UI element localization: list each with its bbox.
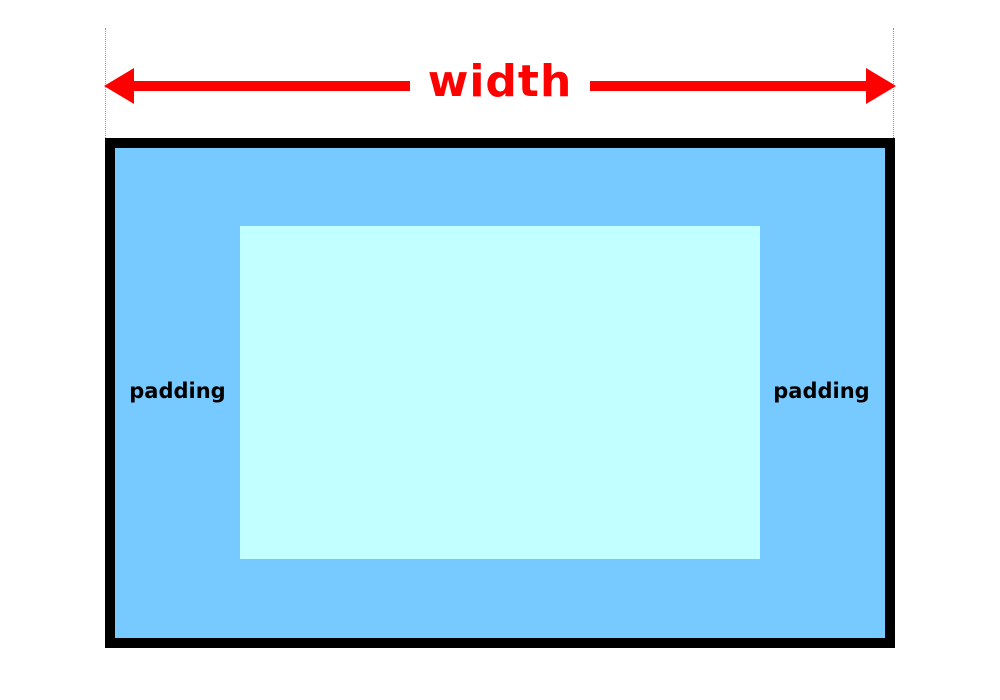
- arrow-shaft-left: [132, 81, 410, 91]
- padding-label-right: padding: [773, 379, 870, 403]
- content-box: [240, 226, 760, 559]
- left-guide-line: [105, 28, 106, 138]
- arrow-head-left: [104, 68, 134, 104]
- padding-label-left: padding: [129, 379, 226, 403]
- right-guide-line: [893, 28, 894, 138]
- arrow-head-right: [866, 68, 896, 104]
- arrow-shaft-right: [590, 81, 868, 91]
- width-arrow-left: [104, 68, 410, 104]
- width-arrow-right: [590, 68, 896, 104]
- width-label: width: [427, 56, 573, 107]
